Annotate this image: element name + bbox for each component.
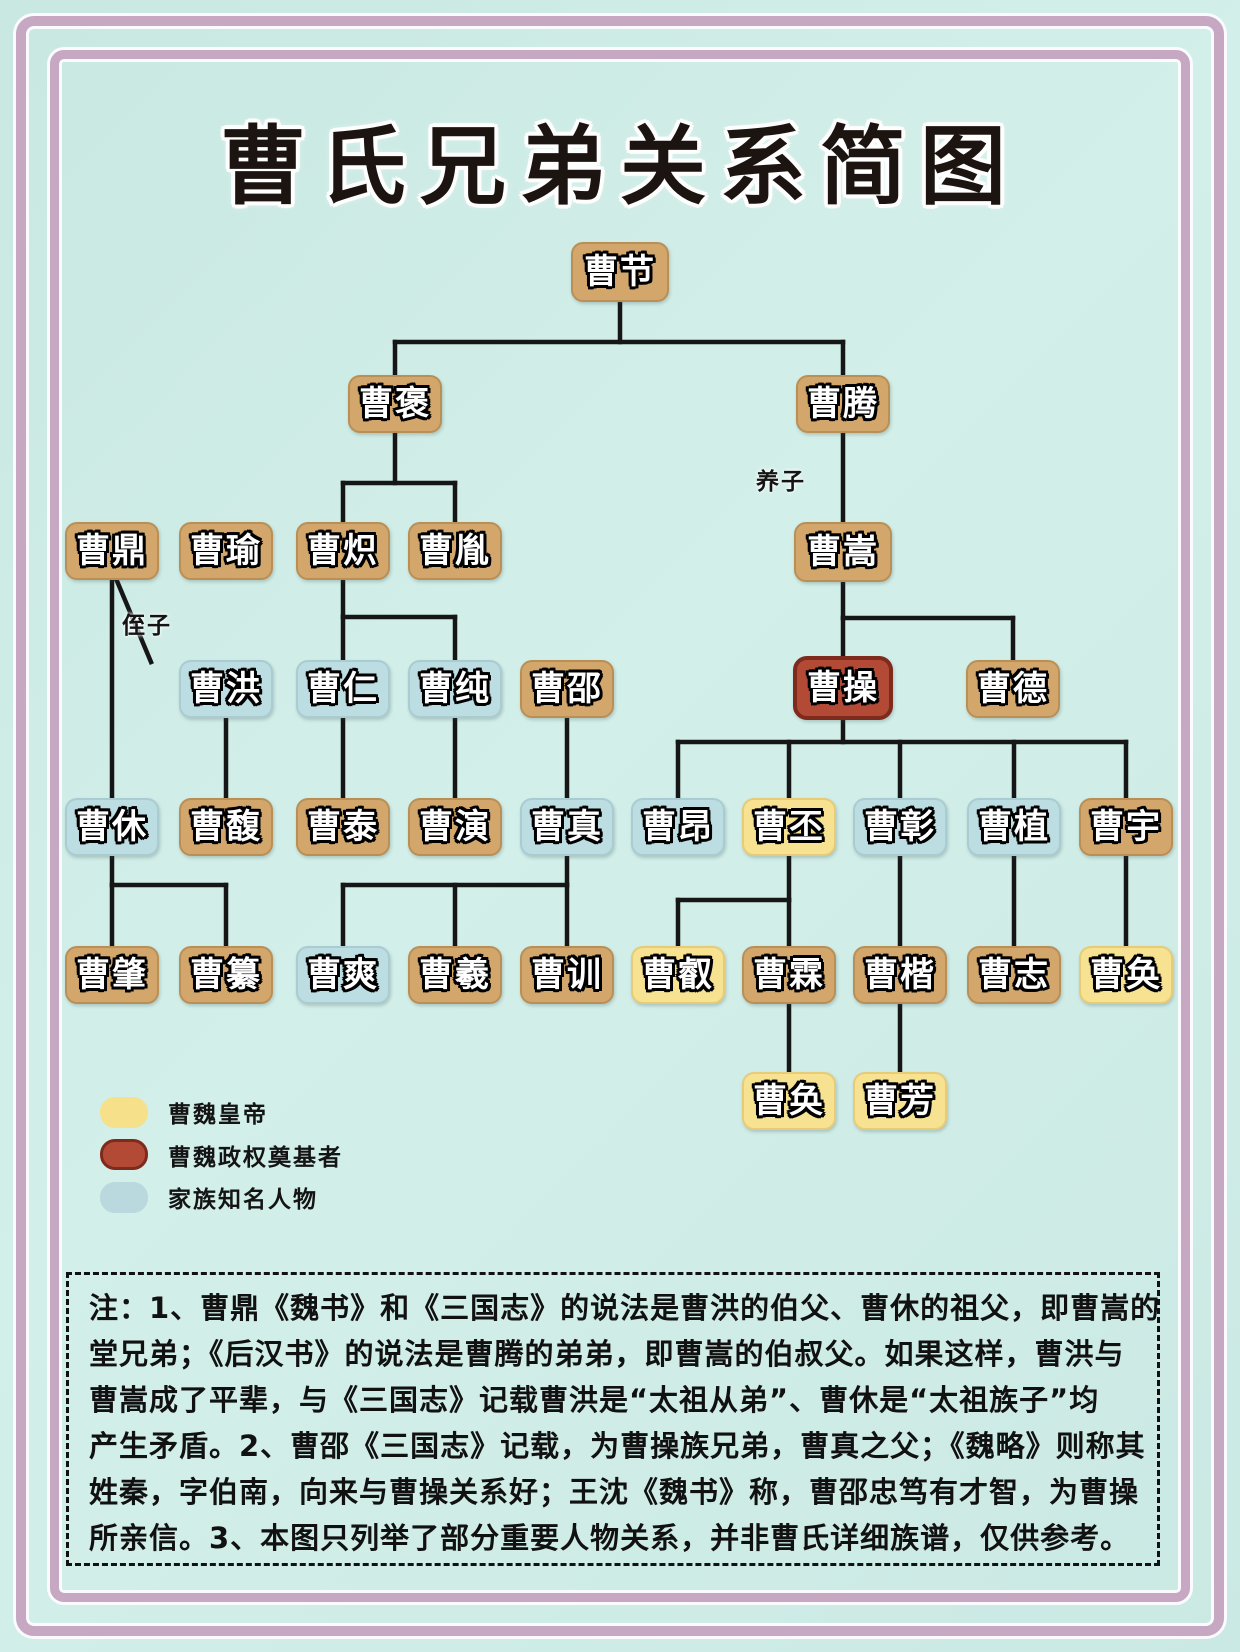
person-name: 曹泰 — [307, 807, 379, 847]
person-name: 曹芳 — [864, 1081, 936, 1121]
footnote-line: 注：1、曹鼎《魏书》和《三国志》的说法是曹洪的伯父、曹休的祖父，即曹嵩的 — [89, 1291, 1161, 1325]
person-name: 曹节 — [584, 252, 656, 292]
person-name: 曹德 — [977, 669, 1049, 709]
person-node-caofang: 曹芳 — [853, 1072, 947, 1130]
person-name: 曹羲 — [419, 955, 491, 995]
person-name: 曹昂 — [642, 807, 714, 847]
person-name: 曹奂 — [1090, 955, 1162, 995]
person-node-caojie: 曹节 — [571, 242, 669, 302]
person-name: 曹鼎 — [76, 531, 148, 571]
legend-label: 曹魏政权奠基者 — [168, 1144, 343, 1171]
person-name: 曹爽 — [307, 955, 379, 995]
relation-label-yangzi: 养子 — [756, 469, 806, 495]
person-node-caoding: 曹鼎 — [65, 522, 159, 580]
person-node-caozuan: 曹纂 — [179, 946, 273, 1004]
person-name: 曹邵 — [531, 669, 603, 709]
person-node-caopi: 曹丕 — [742, 798, 836, 856]
person-name: 曹肇 — [76, 955, 148, 995]
person-node-caozhi2: 曹志 — [967, 946, 1061, 1004]
person-node-caozhi: 曹植 — [967, 798, 1061, 856]
person-node-caokai: 曹楷 — [853, 946, 947, 1004]
person-name: 曹胤 — [419, 531, 491, 571]
person-node-caorui: 曹叡 — [631, 946, 725, 1004]
person-name: 曹演 — [419, 807, 491, 847]
person-name: 曹彰 — [864, 807, 936, 847]
person-node-caohuan: 曹奂 — [1079, 946, 1173, 1004]
person-node-caoxiu: 曹休 — [65, 798, 159, 856]
footnote-line: 曹嵩成了平辈，与《三国志》记载曹洪是“太祖从弟”、曹休是“太祖族子”均 — [89, 1383, 1100, 1417]
person-node-caoyan: 曹演 — [408, 798, 502, 856]
person-node-caocao: 曹操 — [793, 656, 893, 720]
person-node-caohong: 曹洪 — [179, 660, 273, 718]
legend-swatch-red — [100, 1139, 148, 1170]
footnote-line: 堂兄弟；《后汉书》的说法是曹腾的弟弟，即曹嵩的伯叔父。如果这样，曹洪与 — [89, 1337, 1125, 1371]
person-node-caochi: 曹炽 — [296, 522, 390, 580]
relation-label-zhizi: 侄子 — [122, 613, 172, 639]
person-name: 曹宇 — [1090, 807, 1162, 847]
footnote-line: 产生矛盾。2、曹邵《三国志》记载，为曹操族兄弟，曹真之父；《魏略》则称其 — [89, 1429, 1146, 1463]
legend-label: 家族知名人物 — [168, 1187, 318, 1213]
person-node-caoxun: 曹训 — [520, 946, 614, 1004]
person-node-caoshuang: 曹爽 — [296, 946, 390, 1004]
person-name: 曹楷 — [864, 955, 936, 995]
person-name: 曹仁 — [307, 669, 379, 709]
footnote-box: 注：1、曹鼎《魏书》和《三国志》的说法是曹洪的伯父、曹休的祖父，即曹嵩的堂兄弟；… — [66, 1272, 1160, 1566]
person-name: 曹馥 — [190, 807, 262, 847]
person-name: 曹志 — [978, 955, 1050, 995]
person-node-caolin: 曹霖 — [742, 946, 836, 1004]
legend-row-blue: 家族知名人物 — [100, 1181, 318, 1213]
person-name: 曹叡 — [642, 955, 714, 995]
person-name: 曹训 — [531, 955, 603, 995]
person-name: 曹纯 — [419, 669, 491, 709]
person-node-caoyu2: 曹宇 — [1079, 798, 1173, 856]
person-name: 曹操 — [807, 668, 879, 708]
person-node-caoang: 曹昂 — [631, 798, 725, 856]
person-name: 曹褒 — [359, 384, 431, 424]
legend-label: 曹魏皇帝 — [168, 1102, 268, 1128]
person-name: 曹炽 — [307, 531, 379, 571]
legend-swatch-yellow — [100, 1096, 148, 1128]
person-name: 曹霖 — [753, 955, 825, 995]
page-title: 曹氏兄弟关系简图 — [220, 116, 1020, 217]
footnote-line: 姓秦，字伯南，向来与曹操关系好；王沈《魏书》称，曹邵忠笃有才智，为曹操 — [89, 1475, 1140, 1509]
person-node-caoxi: 曹羲 — [408, 946, 502, 1004]
person-node-caozhang: 曹彰 — [853, 798, 947, 856]
person-node-caozhao: 曹肇 — [65, 946, 159, 1004]
person-name: 曹腾 — [807, 384, 879, 424]
person-name: 曹纂 — [190, 955, 262, 995]
person-name: 曹奂 — [753, 1081, 825, 1121]
person-name: 曹嵩 — [807, 532, 879, 572]
person-node-caotai: 曹泰 — [296, 798, 390, 856]
connector-line — [114, 578, 154, 665]
person-name: 曹植 — [978, 807, 1050, 847]
person-node-caoteng: 曹腾 — [796, 375, 890, 433]
person-name: 曹洪 — [190, 669, 262, 709]
person-node-caoyin: 曹胤 — [408, 522, 502, 580]
person-node-caohuan2: 曹奂 — [742, 1072, 836, 1130]
person-node-caofu: 曹馥 — [179, 798, 273, 856]
footnote-line: 所亲信。3、本图只列举了部分重要人物关系，并非曹氏详细族谱，仅供参考。 — [89, 1521, 1131, 1555]
person-node-caosong: 曹嵩 — [794, 522, 892, 582]
person-node-caode: 曹德 — [966, 660, 1060, 718]
person-node-caozhen: 曹真 — [520, 798, 614, 856]
person-node-caobao: 曹褒 — [348, 375, 442, 433]
person-name: 曹休 — [76, 807, 148, 847]
person-node-caoyu: 曹瑜 — [179, 522, 273, 580]
legend-swatch-blue — [100, 1181, 148, 1213]
person-node-caoshao: 曹邵 — [520, 660, 614, 718]
person-name: 曹瑜 — [190, 531, 262, 571]
person-node-caoren: 曹仁 — [296, 660, 390, 718]
person-name: 曹真 — [531, 807, 603, 847]
person-name: 曹丕 — [753, 807, 825, 847]
person-node-caochun: 曹纯 — [408, 660, 502, 718]
legend-row-red: 曹魏政权奠基者 — [100, 1139, 343, 1171]
legend-row-yellow: 曹魏皇帝 — [100, 1096, 268, 1128]
